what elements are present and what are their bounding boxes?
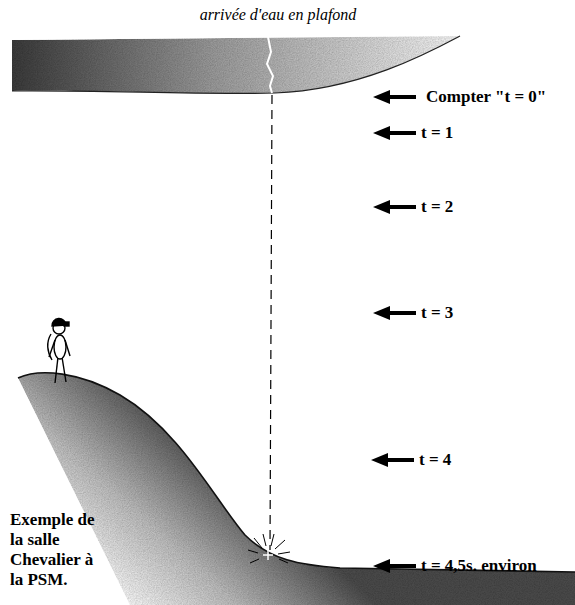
cave-ceiling <box>12 36 460 93</box>
arrow <box>373 200 416 214</box>
cave-floor <box>18 373 575 605</box>
arrow <box>373 90 416 104</box>
time-label: t = 1 <box>421 123 453 143</box>
arrow <box>373 559 416 573</box>
time-label: t = 4 <box>419 450 451 470</box>
arrow <box>371 453 414 467</box>
time-label: t = 3 <box>421 303 453 323</box>
floor-rock <box>18 373 575 605</box>
arrow <box>373 126 416 140</box>
ceiling-crack <box>267 37 273 93</box>
ceiling-caption: arrivée d'eau en plafond <box>0 5 556 25</box>
ceiling-rock <box>12 36 460 93</box>
splash <box>248 534 290 563</box>
arrow <box>373 306 416 320</box>
ceiling-edge <box>12 36 460 93</box>
time-label: t = 4,5s. environ <box>421 556 537 576</box>
floor-edge <box>18 373 575 572</box>
time-arrows <box>371 90 416 573</box>
drop-trajectory <box>270 95 272 550</box>
time-label: t = 2 <box>421 197 453 217</box>
site-caption: Exemple de la salle Chevalier à la PSM. <box>10 510 96 590</box>
time-label: Compter "t = 0" <box>426 87 546 107</box>
caver-figure <box>48 318 70 383</box>
